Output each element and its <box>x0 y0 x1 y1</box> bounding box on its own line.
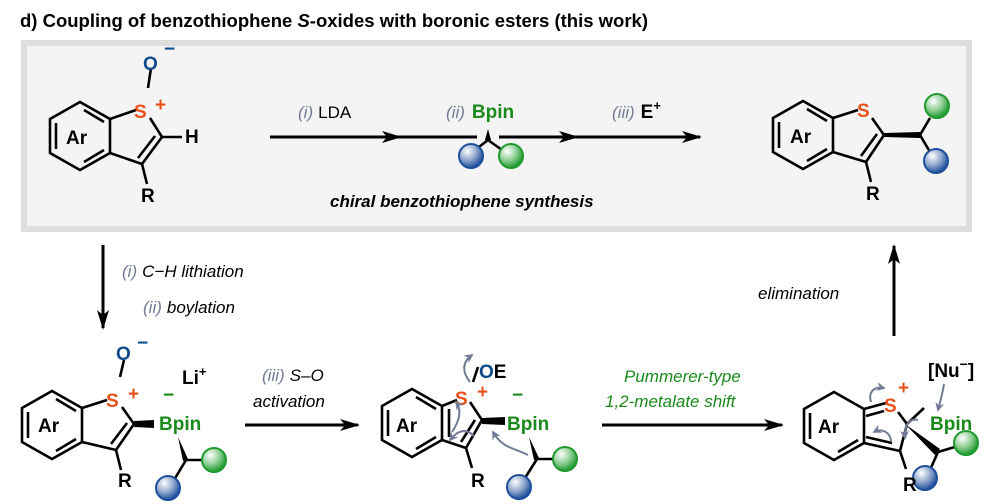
blue-sphere-icon <box>458 143 484 169</box>
green-sphere-icon <box>552 446 578 472</box>
curly-arrow-icon <box>448 430 475 442</box>
aryl-label: Ar <box>66 128 88 149</box>
sulfur-atom: S <box>455 389 468 410</box>
curly-arrow-icon <box>492 430 529 456</box>
boron-charge: − <box>512 385 523 406</box>
aryl-label: Ar <box>818 417 840 438</box>
sulfur-charge: + <box>155 95 166 116</box>
step-lda: (i)LDA <box>298 103 352 122</box>
aryl-label: Ar <box>38 416 60 437</box>
sulfur-atom: S <box>857 101 870 122</box>
curly-arrow-icon <box>872 424 892 442</box>
curly-arrow-icon <box>869 382 886 403</box>
r-group: R <box>866 184 880 205</box>
oxygen-charge: − <box>137 333 148 354</box>
metalate-shift-arrow: Pummerer-type 1,2-metalate shift <box>602 367 784 431</box>
nucleophile: [Nu−] <box>928 356 974 382</box>
r-group: R <box>471 471 485 492</box>
step-metalate-shift: 1,2-metalate shift <box>605 392 737 411</box>
oxygen-charge: − <box>164 39 175 60</box>
bpin-group: Bpin <box>159 414 201 435</box>
aryl-label: Ar <box>790 127 812 148</box>
step-electrophile: (iii)E+ <box>612 98 661 123</box>
r-group: R <box>118 471 132 492</box>
curly-arrow-icon <box>935 383 945 412</box>
step-elimination: elimination <box>758 284 839 303</box>
blue-sphere-icon <box>912 465 938 491</box>
bpin-group: Bpin <box>930 414 972 435</box>
aryl-label: Ar <box>396 416 418 437</box>
sulfur-charge: + <box>128 384 139 405</box>
curly-arrow-icon <box>463 353 474 383</box>
bpin-group: Bpin <box>507 414 549 435</box>
curly-arrow-icon <box>900 418 919 440</box>
activated-sulfonium: Ar S + OE − Bpin R <box>380 353 578 500</box>
product-benzothiophene: Ar S R <box>771 93 950 205</box>
summary-panel <box>27 46 966 226</box>
step-activation-1: (iii)S–O <box>262 366 324 385</box>
oxygen-atom: O <box>116 344 131 365</box>
pummerer-intermediate: Ar S + Bpin R [Nu−] <box>802 356 979 496</box>
r-group: R <box>903 475 917 496</box>
oxygen-atom: O <box>143 54 158 75</box>
sulfur-charge: + <box>898 378 909 399</box>
green-sphere-icon <box>201 447 227 473</box>
blue-sphere-icon <box>155 475 181 501</box>
sulfur-atom: S <box>884 396 897 417</box>
sulfur-charge: + <box>477 382 488 403</box>
sulfur-atom: S <box>106 391 119 412</box>
top-reaction-arrow: (i)LDA (ii)Bpin (iii)E+ chiral benzothio… <box>270 98 702 211</box>
step-lithiation: (i)C−H lithiation <box>122 262 244 281</box>
oe-group: OE <box>479 362 506 383</box>
lithiation-arrow: (i)C−H lithiation (ii)boylation <box>97 245 244 330</box>
blue-sphere-icon <box>506 474 532 500</box>
panel-caption: chiral benzothiophene synthesis <box>330 192 594 211</box>
hydrogen-atom: H <box>185 127 199 148</box>
step-borylation: (ii)boylation <box>143 298 235 317</box>
boronate-complex: Ar S + O − Li+ − Bpin R <box>20 333 227 501</box>
lithium-ion: Li+ <box>182 364 207 389</box>
step-bpin: (ii)Bpin <box>446 102 514 123</box>
activation-arrow: (iii)S–O activation <box>245 366 360 431</box>
starting-sulfoxide: Ar S + O − H R <box>48 39 199 207</box>
green-sphere-icon <box>953 430 979 456</box>
elimination-arrow: elimination <box>758 244 900 336</box>
step-activation-2: activation <box>253 392 325 411</box>
boron-charge: − <box>163 385 174 406</box>
step-pummerer: Pummerer-type <box>624 367 741 386</box>
green-sphere-icon <box>924 93 950 119</box>
blue-sphere-icon <box>923 148 949 174</box>
green-sphere-icon <box>498 143 524 169</box>
curly-arrow-icon <box>451 400 464 433</box>
figure-title: d) Coupling of benzothiophene S-oxides w… <box>20 10 648 31</box>
sulfur-atom: S <box>134 102 147 123</box>
r-group: R <box>141 186 155 207</box>
